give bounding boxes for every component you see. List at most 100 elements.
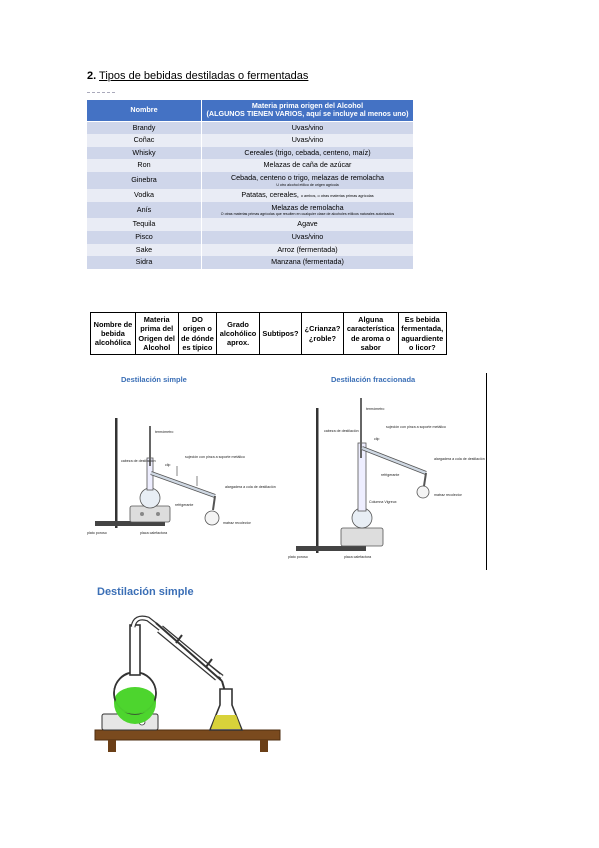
header-line: sabor <box>360 342 381 352</box>
thermometer <box>360 398 362 458</box>
wooden-bench <box>94 729 281 741</box>
divider-line <box>486 373 487 570</box>
col-materia: Materia prima origen del Alcohol (ALGUNO… <box>201 99 414 122</box>
hot-plate <box>340 527 384 547</box>
drink-material: Uvas/vino <box>201 121 414 135</box>
drinks-table: Nombre Materia prima origen del Alcohol … <box>86 99 414 269</box>
material-text: Cereales (trigo, cebada, centeno, maíz) <box>244 147 371 157</box>
table-row: Ginebra Cebada, centeno o trigo, melazas … <box>86 172 414 189</box>
section-number: 2. <box>87 70 97 82</box>
header-line: Alcohol <box>143 342 171 352</box>
col-materia-line1: Materia prima origen del Alcohol <box>251 101 364 110</box>
material-text: Melazas de remolacha <box>271 202 344 212</box>
drink-name: Whisky <box>86 146 202 160</box>
drink-material: Uvas/vino <box>201 230 414 244</box>
illustration-title: Destilación simple <box>97 586 194 598</box>
drink-material: Manzana (fermentada) <box>201 256 414 269</box>
header-line: ¿roble? <box>308 333 337 343</box>
header-line: origen o <box>182 324 212 334</box>
diagram-simple: termómetro cabeza de destilación clip su… <box>87 418 276 535</box>
header-line: Alguna <box>358 315 384 324</box>
drink-material: Cereales (trigo, cebada, centeno, maíz) <box>201 146 414 160</box>
material-text: Uvas/vino <box>291 135 324 145</box>
diagram-simple-title: Destilación simple <box>121 375 187 384</box>
distillation-illustration <box>94 615 281 752</box>
label-placa: placa calefactora <box>344 555 371 559</box>
stand-base <box>296 546 366 551</box>
label-plato: plato poroso <box>87 531 107 535</box>
header-line: o licor? <box>408 342 436 352</box>
label-alargadera: alargadera a cola de destilación <box>434 457 485 461</box>
receiving-flask <box>416 485 430 499</box>
drink-name: Coñac <box>86 134 202 147</box>
worksheet-header-cell: ¿Crianza?¿roble? <box>301 312 344 355</box>
condenser <box>361 446 427 475</box>
drink-name: Vodka <box>86 188 202 202</box>
section-title: Tipos de bebidas destiladas o fermentada… <box>99 70 309 82</box>
flask-neck <box>129 624 141 676</box>
label-placa: placa calefactora <box>140 531 167 535</box>
section-heading: 2. Tipos de bebidas destiladas o ferment… <box>87 70 308 82</box>
label-termometro: termómetro <box>155 430 173 434</box>
bench-leg-right <box>260 740 268 752</box>
label-alargadera: alargadera a cola de destilación <box>225 485 276 489</box>
drink-material: Arroz (fermentada) <box>201 243 414 257</box>
header-line: aguardiente <box>401 333 444 343</box>
header-line: Subtipos? <box>262 328 299 338</box>
label-sujecion: sujeción con pinza a soporte metálico <box>386 425 446 429</box>
label-cabeza: cabeza de destilación <box>121 459 156 463</box>
material-text: Patatas, cereales, <box>241 189 299 199</box>
drink-material: Cebada, centeno o trigo, melazas de remo… <box>201 172 414 189</box>
label-plato: plato poroso <box>288 555 308 559</box>
bench-leg-left <box>108 740 116 752</box>
drink-name: Anís <box>86 201 202 219</box>
diagram-fraccionada: termómetro cabeza de destilación clip su… <box>288 398 485 559</box>
material-text: Arroz (fermentada) <box>277 244 338 254</box>
condenser <box>150 471 216 498</box>
drink-name: Ginebra <box>86 172 202 189</box>
stand-rod <box>115 418 118 528</box>
table-row: Coñac Uvas/vino <box>86 134 414 147</box>
material-note: o ambos, o otras materias primas agrícol… <box>300 193 374 198</box>
header-line: DO <box>191 315 203 324</box>
header-line: alcohólica <box>94 338 132 348</box>
table-row: Vodka Patatas, cereales, o ambos, o otras… <box>86 188 414 202</box>
material-text: Cebada, centeno o trigo, melazas de remo… <box>230 173 385 183</box>
label-sujecion: sujeción con pinza a soporte metálico <box>185 455 245 459</box>
material-text: Melazas de caña de azúcar <box>263 160 352 170</box>
distillate-liquid <box>211 715 241 729</box>
header-line: es típico <box>182 342 213 352</box>
material-note: O otras materias primas agrícolas que re… <box>220 212 395 217</box>
drink-material: Uvas/vino <box>201 134 414 147</box>
header-line: alcohólico <box>219 328 257 338</box>
header-line: Grado <box>227 319 249 329</box>
divider-mark <box>87 92 115 95</box>
col-materia-line2: (ALGUNOS TIENEN VARIOS, aquí se incluye … <box>206 109 409 119</box>
label-cabeza: cabeza de destilación <box>324 429 359 433</box>
stand-base <box>95 521 165 526</box>
header-line: de dónde <box>180 333 214 343</box>
label-termometro: termómetro <box>366 407 384 411</box>
material-text: Agave <box>297 219 318 229</box>
diagram-fraccionada-title: Destilación fraccionada <box>331 375 416 384</box>
header-line: Nombre de <box>93 319 133 329</box>
label-clip: clip <box>165 463 170 467</box>
worksheet-header-cell: Subtipos? <box>258 312 303 355</box>
material-note: U otro alcohol etílico de origen agrícol… <box>276 182 339 187</box>
table-row: Whisky Cereales (trigo, cebada, centeno, … <box>86 146 414 160</box>
drink-name: Brandy <box>86 121 202 135</box>
label-matraz: matraz recolector <box>223 521 252 525</box>
header-line: Materia <box>143 315 170 324</box>
header-line: de aroma o <box>350 333 391 343</box>
